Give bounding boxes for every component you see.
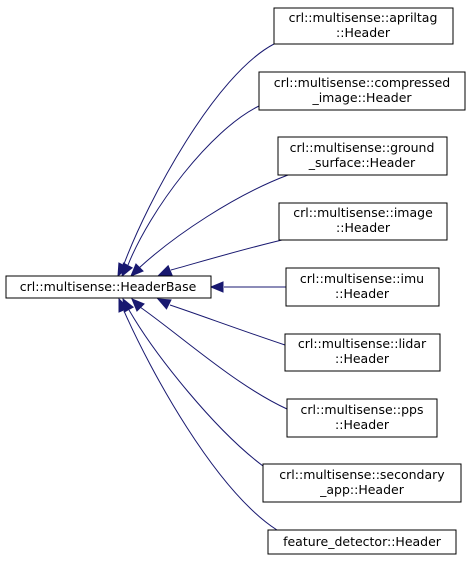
edge-feature-arrowhead — [118, 297, 130, 313]
node-lidar-header-label-0: crl::multisense::lidar — [298, 336, 427, 351]
node-pps-header[interactable]: crl::multisense::pps ::Header — [286, 398, 438, 438]
node-lidar-header[interactable]: crl::multisense::lidar ::Header — [284, 333, 441, 372]
node-image-header-label-0: crl::multisense::image — [293, 205, 433, 220]
inheritance-edges — [117, 43, 289, 531]
edge-apriltag-line — [123, 43, 275, 265]
node-pps-header-label-1: ::Header — [335, 417, 390, 432]
node-ground-surface-header[interactable]: crl::multisense::ground _surface::Header — [277, 136, 448, 176]
node-apriltag-header-label-0: crl::multisense::apriltag — [289, 10, 438, 25]
node-ground-surface-header-label-1: _surface::Header — [308, 155, 416, 170]
node-headerbase[interactable]: crl::multisense::HeaderBase — [5, 275, 212, 299]
node-imu-header[interactable]: crl::multisense::imu ::Header — [285, 267, 440, 307]
edge-lidar-arrowhead — [156, 298, 172, 310]
node-feature-detector-header[interactable]: feature_detector::Header — [267, 529, 457, 555]
edge-pps-arrowhead — [131, 298, 145, 312]
node-image-header-label-1: ::Header — [336, 220, 391, 235]
node-image-header[interactable]: crl::multisense::image ::Header — [278, 202, 448, 241]
edge-compressed-arrowhead — [121, 262, 134, 278]
node-apriltag-header-label-1: ::Header — [336, 25, 391, 40]
node-ground-surface-header-label-0: crl::multisense::ground — [290, 140, 435, 155]
edge-ground-line — [138, 174, 289, 269]
node-imu-header-label-1: ::Header — [335, 286, 390, 301]
edge-image-arrowhead — [157, 264, 173, 276]
edge-image-line — [170, 239, 283, 271]
node-compressed-image-header-label-1: _image::Header — [311, 90, 412, 105]
edge-compressed-line — [127, 105, 260, 266]
node-compressed-image-header[interactable]: crl::multisense::compressed _image::Head… — [258, 71, 466, 111]
node-feature-detector-header-label-0: feature_detector::Header — [283, 534, 442, 549]
node-headerbase-label-0: crl::multisense::HeaderBase — [20, 279, 197, 294]
edge-pps-line — [139, 306, 288, 410]
node-secondary-app-header-label-1: _app::Header — [319, 482, 405, 497]
node-apriltag-header[interactable]: crl::multisense::apriltag ::Header — [273, 7, 454, 45]
edge-secondary-line — [128, 309, 264, 467]
node-compressed-image-header-label-0: crl::multisense::compressed — [274, 75, 450, 90]
edge-ground-arrowhead — [130, 263, 144, 277]
edge-feature-line — [123, 310, 278, 531]
node-pps-header-label-0: crl::multisense::pps — [301, 402, 424, 417]
node-secondary-app-header[interactable]: crl::multisense::secondary _app::Header — [262, 463, 462, 503]
node-imu-header-label-0: crl::multisense::imu — [300, 271, 424, 286]
edge-imu-arrowhead — [209, 281, 224, 293]
node-lidar-header-label-1: ::Header — [335, 351, 390, 366]
node-secondary-app-header-label-0: crl::multisense::secondary — [279, 467, 445, 482]
edge-lidar-line — [169, 304, 286, 346]
